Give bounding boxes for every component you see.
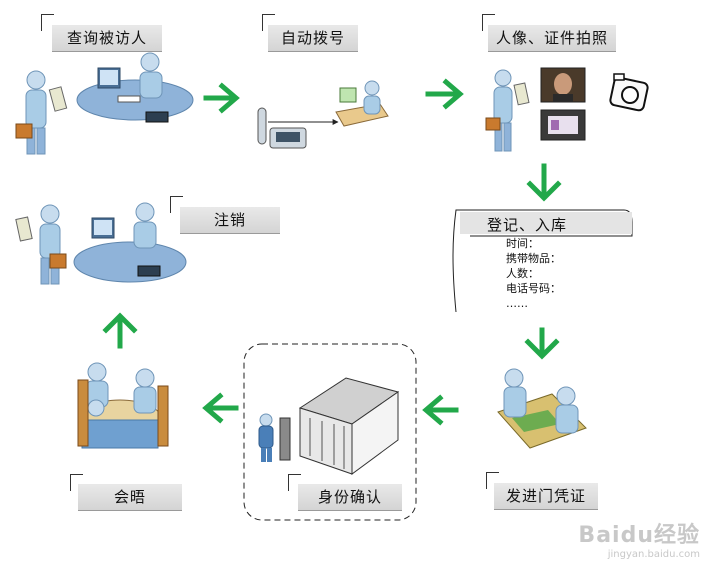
watermark-url: jingyan.baidu.com bbox=[607, 549, 700, 560]
flow-arrow-left-2 bbox=[202, 392, 239, 424]
label-corner bbox=[288, 474, 301, 491]
label-corner bbox=[486, 472, 499, 489]
flow-arrow-left-1 bbox=[422, 394, 459, 426]
label-corner bbox=[170, 196, 183, 213]
label-corner bbox=[482, 14, 495, 31]
portrait-photo bbox=[540, 67, 586, 103]
telephone-icon bbox=[257, 107, 307, 149]
identity-check-boundary bbox=[243, 343, 417, 521]
flow-arrow-right-1 bbox=[203, 82, 240, 114]
register-field: 携带物品： bbox=[506, 252, 561, 265]
visitor-figure-3 bbox=[485, 69, 530, 152]
step-label-register: 登记、入库 bbox=[486, 216, 567, 234]
flow-arrow-up-1 bbox=[102, 312, 138, 349]
step-label-query-visitor: 查询被访人 bbox=[52, 25, 162, 52]
pass-issuing-desk bbox=[497, 368, 587, 449]
watermark-brand: Baidu经验 bbox=[578, 523, 700, 548]
register-panel bbox=[452, 209, 633, 313]
watermark: Baidu经验 jingyan.baidu.com bbox=[578, 517, 700, 560]
camera-icon bbox=[609, 73, 649, 112]
meeting-table bbox=[77, 362, 169, 449]
visitor-figure-8 bbox=[15, 204, 67, 285]
id-card-photo bbox=[540, 109, 586, 141]
guard-figure bbox=[258, 413, 291, 462]
register-field: 人数： bbox=[506, 267, 539, 280]
flow-arrow-down-1 bbox=[526, 163, 562, 202]
step-label-meeting: 会晤 bbox=[78, 484, 182, 511]
reception-desk-8 bbox=[73, 202, 187, 283]
step-label-auto-dial: 自动拨号 bbox=[268, 25, 358, 52]
step-label-identity-check: 身份确认 bbox=[298, 484, 402, 511]
building-icon bbox=[298, 377, 400, 475]
reception-desk-1 bbox=[76, 52, 194, 123]
flow-arrow-down-2 bbox=[524, 327, 560, 360]
register-field: 电话号码： bbox=[506, 282, 561, 295]
label-corner bbox=[70, 474, 83, 491]
register-field-list: 时间： 携带物品： 人数： 电话号码： …… bbox=[506, 236, 561, 311]
register-field: 时间： bbox=[506, 237, 539, 250]
visitor-figure-1 bbox=[15, 70, 68, 155]
register-field: …… bbox=[506, 297, 528, 310]
flow-arrow-right-2 bbox=[425, 78, 464, 110]
label-corner bbox=[41, 14, 54, 31]
operator-desk-icon bbox=[335, 80, 389, 127]
step-label-logout: 注销 bbox=[180, 207, 280, 234]
step-label-issue-pass: 发进门凭证 bbox=[494, 483, 598, 510]
label-corner bbox=[262, 14, 275, 31]
step-label-photo-capture: 人像、证件拍照 bbox=[488, 25, 616, 52]
